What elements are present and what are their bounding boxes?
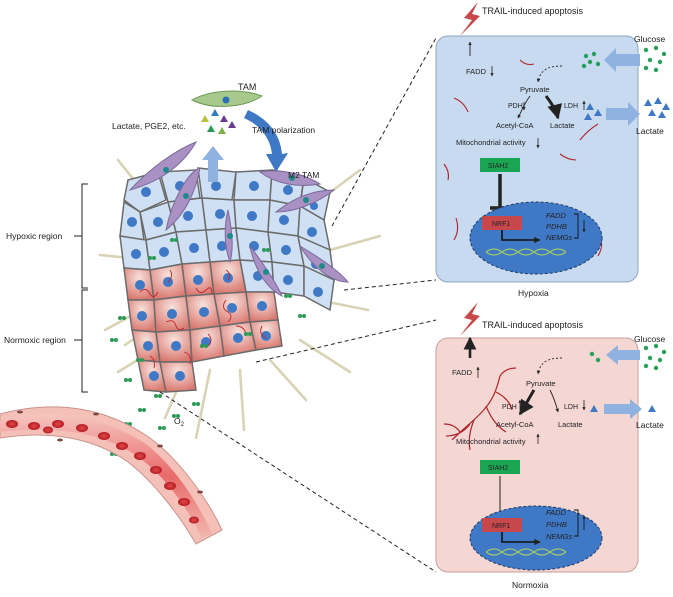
hypoxia-ldh-label: LDH xyxy=(564,103,578,110)
hypoxia-lactate-in-label: Lactate xyxy=(550,121,575,130)
hypoxia-gene-pdhb: PDHB xyxy=(546,222,567,231)
hypoxia-glucose-dots-inside xyxy=(581,51,601,69)
hypoxia-glucose-label: Glucose xyxy=(634,34,665,44)
normoxia-lactate-in-label: Lactate xyxy=(558,420,583,429)
normoxia-fadd-label: FADD xyxy=(452,368,473,377)
hypoxia-nrf1-box xyxy=(482,216,522,230)
normoxia-gene-fadd: FADD xyxy=(546,508,566,517)
tam-label: TAM xyxy=(238,82,256,92)
normoxia-nrf1-label: NRF1 xyxy=(492,523,510,530)
hypoxia-gene-fadd: FADD xyxy=(546,211,566,220)
normoxia-glucose-label: Glucose xyxy=(634,334,665,344)
normoxia-pyruvate-label: Pyruvate xyxy=(526,379,556,388)
normoxia-lactate-arrow xyxy=(604,399,642,419)
hypoxia-lactate-inside xyxy=(584,103,602,120)
normoxia-lactate-inside xyxy=(590,405,598,412)
normoxia-siah2-label: SIAH2 xyxy=(488,465,508,472)
normoxia-pdh-label: PDH xyxy=(502,404,517,411)
hypoxia-title: Hypoxia xyxy=(518,288,549,298)
normoxia-apoptosis-label: TRAIL-induced apoptosis xyxy=(482,320,584,330)
hypoxia-lactate-outside xyxy=(644,97,670,118)
microvessels xyxy=(139,269,267,369)
hypoxia-siah2-label: SIAH2 xyxy=(488,163,508,170)
hypoxia-lightning-icon xyxy=(460,2,480,36)
normoxia-lightning-icon xyxy=(460,302,480,336)
hypoxia-lactate-arrow xyxy=(606,102,640,126)
secretion-triangles xyxy=(201,109,236,134)
polarization-arrow xyxy=(244,110,288,172)
o2-label: O2 xyxy=(174,416,185,428)
normoxic-region-label: Normoxic region xyxy=(4,335,66,345)
hypoxic-region-label: Hypoxic region xyxy=(6,231,62,241)
tam-cell xyxy=(190,90,264,107)
normoxia-gene-pdhb: PDHB xyxy=(546,520,567,529)
hypoxia-gene-nemgs: NEMGs xyxy=(546,233,573,242)
normoxia-mitochondria xyxy=(443,367,517,451)
normoxia-ldh-label: LDH xyxy=(564,404,578,411)
m2-tam-label: M2 TAM xyxy=(288,170,319,180)
hypoxia-siah2-box xyxy=(480,158,520,172)
hypoxia-fadd-label: FADD xyxy=(466,67,487,76)
secretion-up-arrow xyxy=(202,146,224,182)
normoxia-glucose-dots-outside xyxy=(643,343,667,371)
hypoxia-mito-label: Mitochondrial activity xyxy=(456,138,526,147)
normoxia-mito-label: Mitochondrial activity xyxy=(456,437,526,446)
normoxia-glucose-arrow xyxy=(606,345,640,365)
hypoxic-nuclei xyxy=(127,181,323,297)
hypoxia-lactate-out-label: Lactate xyxy=(636,126,664,136)
m2-tam-nuclei xyxy=(163,167,325,275)
hypoxia-acetylcoa-label: Acetyl-CoA xyxy=(496,121,534,130)
normoxia-lactate-outside xyxy=(648,405,656,412)
normoxia-panel: TRAIL-induced apoptosis FADD Pyruvate PD… xyxy=(435,302,667,590)
hypoxia-nrf1-label: NRF1 xyxy=(492,221,510,228)
normoxia-acetylcoa-label: Acetyl-CoA xyxy=(496,420,534,429)
hypoxia-glucose-dots-outside xyxy=(643,45,667,73)
normoxia-siah2-box xyxy=(480,460,520,474)
normoxia-gene-nemgs: NEMGs xyxy=(546,532,573,541)
normoxia-nrf1-box xyxy=(482,518,522,532)
polarization-label: TAM polarization xyxy=(252,125,315,135)
hypoxia-pdh-label: PDH xyxy=(508,103,523,110)
normoxia-glucose-dots-inside xyxy=(589,351,601,363)
hypoxia-glucose-arrow xyxy=(604,48,640,72)
normoxic-nuclei xyxy=(135,273,271,381)
normoxia-nucleus xyxy=(469,505,603,571)
region-brackets xyxy=(74,183,88,393)
zoom-connectors xyxy=(159,37,437,573)
blood-vessel xyxy=(0,406,223,545)
normoxia-dna xyxy=(485,548,567,556)
normoxia-title: Normoxia xyxy=(512,580,549,590)
hypoxia-nucleus xyxy=(469,201,603,275)
normoxia-lactate-out-label: Lactate xyxy=(636,420,664,430)
hypoxia-panel: TRAIL-induced apoptosis FADD Pyruvate PD… xyxy=(435,2,670,298)
normoxia-cell-box xyxy=(435,337,639,573)
hypoxia-apoptosis-label: TRAIL-induced apoptosis xyxy=(482,6,584,16)
hypoxia-dna xyxy=(485,248,567,256)
hypoxia-pyruvate-label: Pyruvate xyxy=(520,85,550,94)
secretions-label: Lactate, PGE2, etc. xyxy=(112,121,186,131)
